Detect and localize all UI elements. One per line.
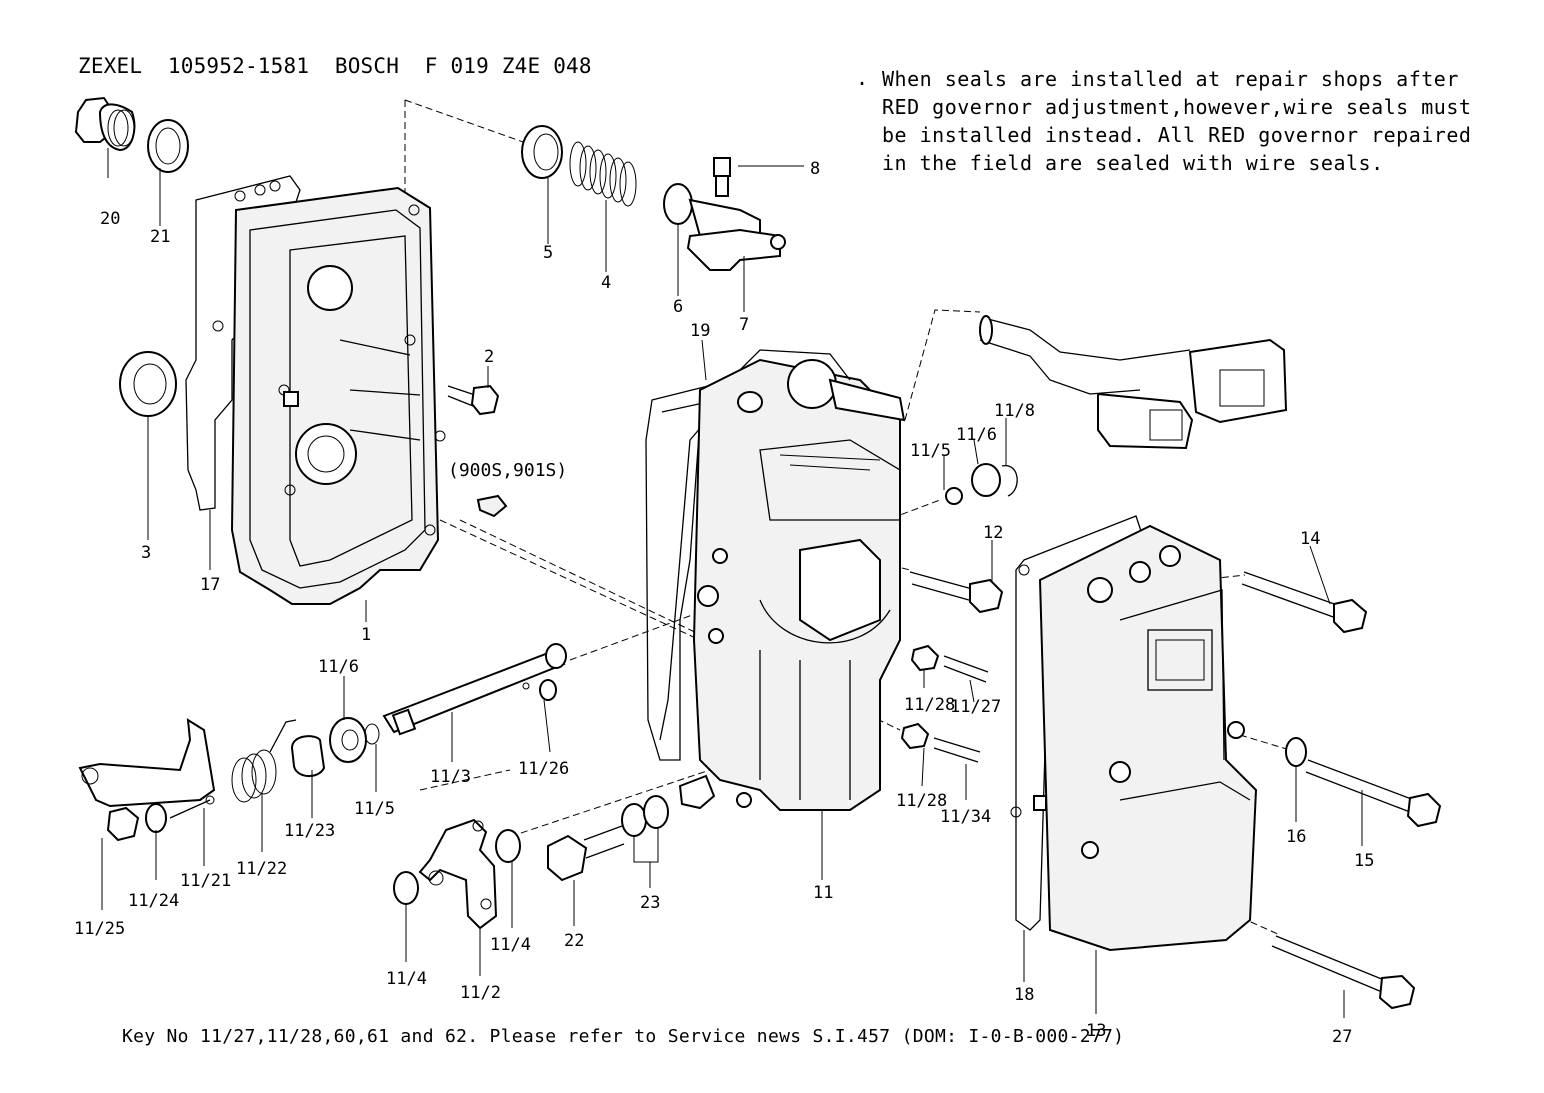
nut-washer-11-24-25 (106, 803, 167, 842)
bolt-2 (447, 384, 500, 416)
variant-sublabel: (900S,901S) (448, 460, 568, 481)
callout-11-28-upper: 11/28 (904, 695, 955, 715)
spring-11-22 (231, 719, 297, 803)
callout-2: 2 (484, 347, 494, 367)
callout-11-8: 11/8 (994, 401, 1035, 421)
callout-11-21: 11/21 (180, 871, 231, 891)
callout-11-26: 11/26 (518, 759, 569, 779)
callout-15: 15 (1354, 851, 1374, 871)
callout-labels: 20 21 5 4 8 6 7 19 2 3 17 1 11/5 11/6 11… (74, 159, 1374, 1047)
callout-14: 14 (1300, 529, 1320, 549)
callout-11-4-left: 11/4 (386, 969, 427, 989)
woodruff-key (476, 494, 508, 518)
bolt-22-washers-23 (547, 795, 669, 882)
callout-11: 11 (813, 883, 833, 903)
note-line-4: in the field are sealed with wire seals. (882, 151, 1384, 175)
leader-lines (101, 148, 1363, 1018)
callout-11-5-lower: 11/5 (354, 799, 395, 819)
lever-assembly-6-7 (663, 157, 786, 271)
callout-4: 4 (601, 273, 611, 293)
washer-16 (1285, 737, 1307, 767)
bolt-14 (1241, 571, 1368, 634)
callout-5: 5 (543, 243, 553, 263)
callout-3: 3 (141, 543, 151, 563)
callout-11-3: 11/3 (430, 767, 471, 787)
callout-11-34: 11/34 (940, 807, 991, 827)
callout-11-27: 11/27 (950, 697, 1001, 717)
callout-1: 1 (361, 625, 371, 645)
callout-6: 6 (673, 297, 683, 317)
spring-4 (569, 141, 637, 207)
callout-11-2: 11/2 (460, 983, 501, 1003)
wire-harness-connector (979, 315, 1288, 450)
note-line-1: When seals are installed at repair shops… (882, 67, 1459, 91)
bolt-27 (1271, 935, 1416, 1010)
bolt-12 (909, 571, 1004, 614)
callout-18: 18 (1014, 985, 1034, 1005)
gasket-18 (1010, 515, 1145, 931)
spring-seat-5 (521, 125, 563, 179)
callout-11-5-upper: 11/5 (910, 441, 951, 461)
diagram-header: ZEXEL 105952-1581 BOSCH F 019 Z4E 048 (78, 54, 592, 78)
nuts-and-screws-11 (900, 644, 989, 763)
cover-13 (1033, 524, 1258, 952)
shaft-11-3 (382, 643, 567, 736)
callout-21: 21 (150, 227, 170, 247)
callout-17: 17 (200, 575, 220, 595)
callout-11-23: 11/23 (284, 821, 335, 841)
callout-23: 23 (640, 893, 660, 913)
callout-16: 16 (1286, 827, 1306, 847)
callout-7: 7 (739, 315, 749, 335)
callout-13: 13 (1086, 1021, 1106, 1041)
lower-washers-11 (290, 717, 380, 777)
lever-11-2 (393, 818, 521, 930)
governor-housing-1 (230, 186, 446, 605)
callout-11-24: 11/24 (128, 891, 179, 911)
callout-20: 20 (100, 209, 120, 229)
callout-11-28-lower: 11/28 (896, 791, 947, 811)
actuator-11 (678, 349, 906, 811)
ring-21 (147, 119, 189, 173)
plug-20 (74, 96, 136, 152)
callout-11-6-lower: 11/6 (318, 657, 359, 677)
note-line-3: be installed instead. All RED governor r… (882, 123, 1472, 147)
washer-set-upper (945, 463, 1018, 505)
callout-22: 22 (564, 931, 584, 951)
note-line-2: RED governor adjustment,however,wire sea… (882, 95, 1472, 119)
callout-8: 8 (810, 159, 820, 179)
callout-11-6-upper: 11/6 (956, 425, 997, 445)
callout-11-22: 11/22 (236, 859, 287, 879)
callout-11-4-right: 11/4 (490, 935, 531, 955)
callout-19: 19 (690, 321, 710, 341)
lever-11-21 (78, 718, 216, 819)
callout-11-25: 11/25 (74, 919, 125, 939)
note-bullet: . (856, 66, 869, 90)
callout-27: 27 (1332, 1027, 1352, 1047)
callout-12: 12 (983, 523, 1003, 543)
diagram-footer-note: Key No 11/27,11/28,60,61 and 62. Please … (122, 1026, 1125, 1047)
seal-3 (119, 351, 177, 417)
bolt-15 (1305, 759, 1442, 828)
